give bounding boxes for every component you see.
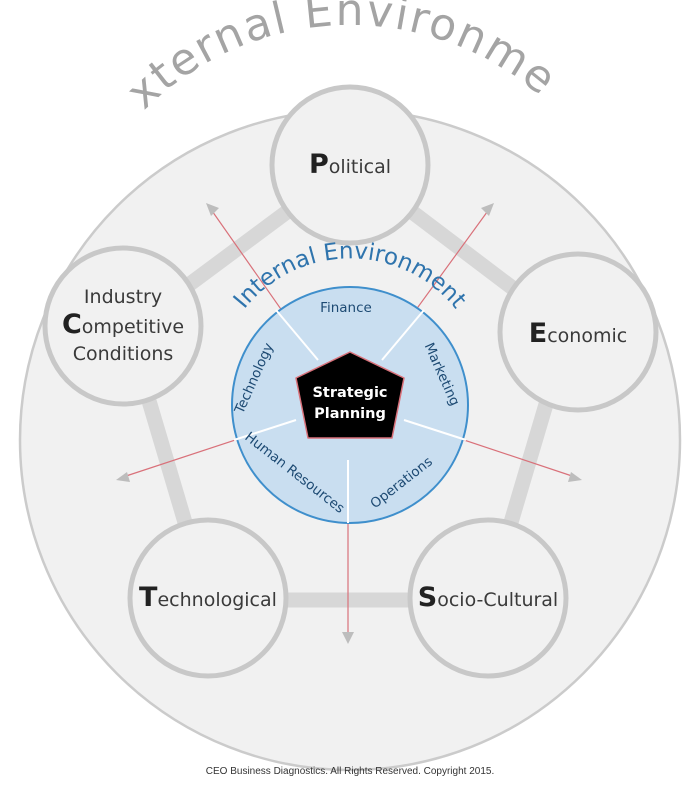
political-label: olitical — [329, 156, 391, 178]
industry-line1: Industry — [84, 286, 162, 308]
arrowhead-top-right — [481, 203, 494, 216]
technological-label: echnological — [157, 589, 276, 611]
socio-cultural-initial: S — [418, 582, 437, 613]
copyright-footer: CEO Business Diagnostics. All Rights Res… — [205, 766, 495, 777]
svg-text:Socio-Cultural: Socio-Cultural — [418, 582, 558, 613]
arrowhead-right — [568, 472, 582, 482]
socio-cultural-label: ocio-Cultural — [437, 589, 558, 611]
economic-initial: E — [529, 318, 547, 349]
external-environment-title: External Environment — [0, 0, 567, 119]
strategic-label: Strategic — [312, 385, 387, 401]
industry-competitive-node: Industry Competitive Conditions — [42, 245, 204, 407]
arrowhead-bottom — [342, 632, 354, 644]
political-node: Political — [269, 84, 431, 246]
technological-initial: T — [139, 582, 158, 613]
planning-label: Planning — [314, 406, 386, 422]
competitive-initial: C — [62, 309, 82, 340]
technological-node: Technological — [127, 517, 289, 679]
economic-node: Economic — [497, 251, 659, 413]
sector-finance: Finance — [320, 300, 372, 316]
arrowheads — [116, 203, 582, 644]
arrowhead-top-left — [206, 203, 219, 216]
svg-text:Competitive: Competitive — [62, 309, 184, 340]
economic-label: conomic — [547, 325, 627, 347]
socio-cultural-node: Socio-Cultural — [407, 517, 569, 679]
arrowhead-left — [116, 472, 130, 482]
svg-text:Technological: Technological — [139, 582, 277, 613]
competitive-label: ompetitive — [82, 316, 184, 338]
political-initial: P — [309, 149, 329, 180]
internal-dividers — [233, 309, 467, 523]
strategic-planning-pentagon — [295, 351, 405, 439]
industry-line3: Conditions — [73, 343, 174, 365]
svg-text:Economic: Economic — [529, 318, 627, 349]
svg-text:Political: Political — [309, 149, 391, 180]
